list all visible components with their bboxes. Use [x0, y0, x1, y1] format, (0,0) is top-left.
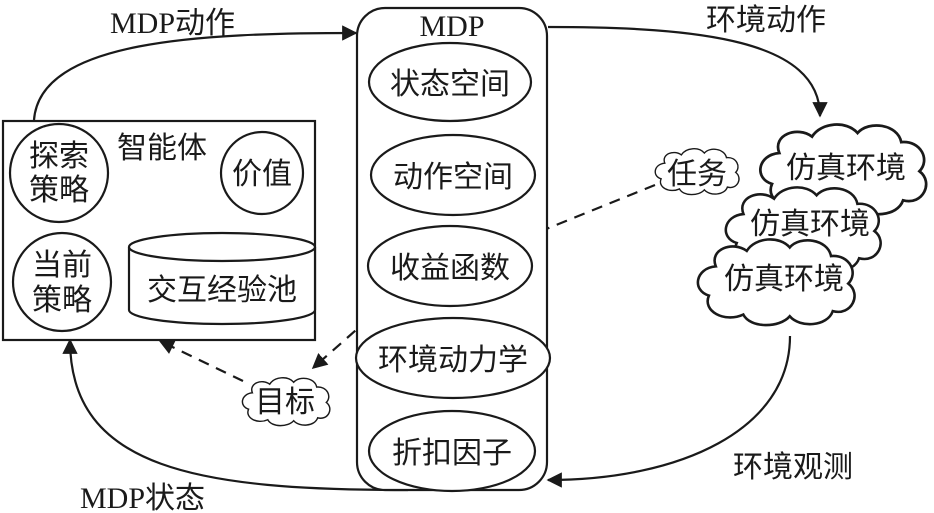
replay-pool-cylinder: 交互经验池	[127, 231, 317, 326]
svg-text:动作空间: 动作空间	[393, 160, 513, 195]
svg-text:仿真环境: 仿真环境	[750, 207, 870, 242]
mdp-state-arrow	[62, 338, 409, 492]
svg-text:价值: 价值	[232, 157, 292, 192]
svg-text:交互经验池: 交互经验池	[147, 273, 297, 308]
svg-text:状态空间: 状态空间	[390, 67, 510, 102]
goal-cloud: 目标	[241, 376, 331, 427]
mdp-action-arrow	[32, 25, 358, 121]
svg-text:环境动力学: 环境动力学	[378, 343, 528, 378]
env-observation-arrow	[546, 335, 792, 488]
svg-text:仿真环境: 仿真环境	[724, 262, 844, 297]
sim-env-cloud-3: 仿真环境	[696, 237, 857, 327]
state-space-node: 状态空间	[367, 41, 533, 123]
task-cloud: 任务	[654, 147, 741, 196]
goal-to-agent-dashed-arrow	[158, 340, 244, 382]
svg-text:折扣因子: 折扣因子	[392, 436, 512, 471]
agent-title: 智能体	[117, 131, 207, 166]
value-node: 价值	[219, 130, 305, 216]
mdp-title: MDP	[419, 10, 484, 43]
svg-text:当前: 当前	[32, 248, 92, 283]
svg-text:仿真环境: 仿真环境	[786, 151, 906, 186]
svg-text:收益函数: 收益函数	[390, 251, 510, 286]
sim-env-cloud-1: 仿真环境	[758, 123, 928, 217]
env-action-arrow	[547, 25, 828, 118]
svg-text:探索: 探索	[29, 139, 89, 174]
explore-policy-node: 探索 策略	[8, 122, 110, 224]
mdp-action-label: MDP动作	[110, 7, 235, 40]
sim-env-cloud-2: 仿真环境	[724, 185, 883, 274]
action-space-node: 动作空间	[369, 133, 537, 217]
svg-text:目标: 目标	[255, 385, 315, 420]
svg-text:任务: 任务	[667, 157, 727, 192]
reward-function-node: 收益函数	[366, 224, 534, 308]
svg-text:策略: 策略	[29, 173, 89, 208]
current-policy-node: 当前 策略	[11, 231, 113, 333]
agent-box: 智能体 探索 策略 价值 当前 策略 交互经验池	[1, 119, 317, 342]
svg-text:策略: 策略	[32, 283, 92, 318]
mdp-state-label: MDP状态	[80, 482, 205, 513]
discount-factor-node: 折扣因子	[367, 409, 537, 493]
env-dynamics-node: 环境动力学	[354, 316, 552, 400]
env-observation-label: 环境观测	[733, 450, 853, 485]
env-action-label: 环境动作	[706, 3, 826, 38]
mdp-box: MDP 状态空间 动作空间 收益函数 环境动力学 折扣因子	[354, 6, 552, 493]
